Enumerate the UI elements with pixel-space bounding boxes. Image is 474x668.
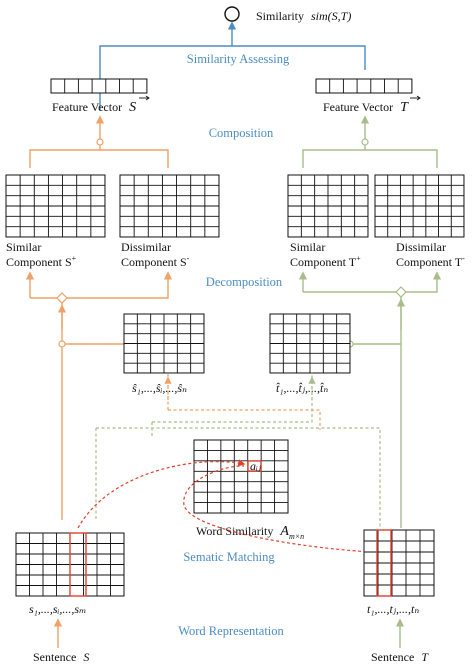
similarity-output-node — [224, 6, 240, 22]
dissimilar-t-label: Dissimilar — [396, 240, 446, 254]
composition-label: Composition — [209, 126, 274, 140]
s-hat-dashed-connector — [167, 372, 321, 430]
decomposition-diamond-t — [395, 286, 407, 298]
s-hat-sequence: ŝ₁,...,ŝᵢ,...,ŝₙ — [132, 381, 187, 395]
word-representation-label: Word Representation — [178, 624, 284, 638]
sentence-s-label: Sentence S — [33, 650, 89, 664]
word-similarity-highlight-cell — [247, 460, 262, 472]
s-column-match-curve — [77, 459, 246, 529]
dissimilar-component-t-grid — [374, 174, 465, 238]
dissimilar-component-s-grid — [119, 174, 220, 238]
dissimilar-s-label-2: Component S- — [121, 254, 190, 269]
sentence-t-matrix-grid — [363, 529, 435, 597]
vector-arrow-s-icon — [139, 95, 150, 101]
similar-component-s-grid — [5, 174, 106, 238]
word-similarity-grid — [193, 439, 289, 514]
similar-component-t-grid — [287, 174, 369, 238]
composition-connector-t — [302, 115, 438, 168]
sentence-t-highlight-column — [376, 529, 392, 597]
decomposition-diamond-s — [56, 292, 68, 304]
t-hat-sequence: t̂₁,...,t̂ⱼ,...,t̂ₙ — [276, 381, 328, 395]
similar-t-label: Similar — [290, 240, 325, 254]
s-word-sequence: s₁,...,sᵢ,...,sₘ — [29, 602, 86, 616]
s-hat-matrix-grid — [123, 313, 205, 374]
dissimilar-t-label-2: Component T- — [396, 254, 465, 269]
decomposition-label: Decomposition — [206, 275, 283, 289]
similar-s-label: Similar — [6, 240, 41, 254]
sentence-t-label: Sentence T — [371, 650, 429, 664]
vector-arrow-t-icon — [410, 95, 421, 101]
word-similarity-label: Word Similarity Am×n — [196, 524, 304, 541]
similarity-assessing-label: Similarity Assessing — [187, 52, 290, 66]
similarity-label: Similarity sim(S,T) — [256, 9, 351, 23]
similarity-assessing-connector — [99, 21, 366, 110]
t-hat-matrix-grid — [269, 313, 351, 374]
feature-vector-t-grid — [315, 78, 413, 94]
similar-t-label-2: Component T+ — [290, 254, 361, 269]
feature-vector-s-label: Feature Vector S — [52, 100, 136, 115]
feature-vector-s-grid — [50, 78, 148, 94]
decomposition-connector-s — [25, 271, 173, 520]
t-word-sequence: t₁,...,tⱼ,...,tₙ — [367, 602, 419, 616]
composition-junction-s — [96, 138, 104, 146]
sentence-s-highlight-column — [69, 532, 87, 597]
similar-s-label-2: Component S+ — [6, 254, 77, 269]
composition-junction-t — [361, 138, 369, 146]
sematic-matching-label: Sematic Matching — [183, 550, 275, 564]
s-hat-junction — [58, 340, 66, 348]
dissimilar-s-label: Dissimilar — [121, 240, 171, 254]
feature-vector-t-label: Feature Vector T — [323, 100, 409, 115]
decomposition-connector-t — [298, 271, 442, 528]
t-column-match-curve — [183, 465, 373, 553]
word-similarity-cell-label: aᵢⱼ — [250, 459, 262, 473]
